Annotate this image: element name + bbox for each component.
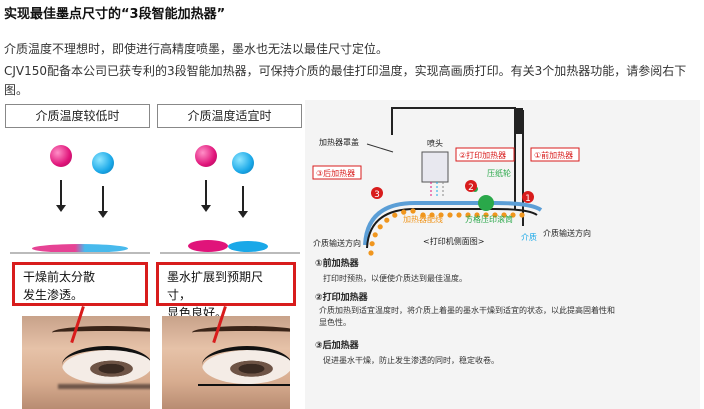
down-arrow-icon <box>56 180 66 212</box>
caption-line: 墨水扩展到预期尺寸， <box>167 270 264 302</box>
heater-element-dot <box>392 212 398 218</box>
intro-paragraph-1: 介质温度不理想时，即使进行高精度喷墨，墨水也无法以最佳尺寸定位。 <box>4 42 389 56</box>
good-temp-label: 介质温度适宜时 <box>157 104 302 128</box>
heater-element-dot <box>438 212 444 218</box>
low-temp-caption-box: 干燥前太分散 发生渗透。 <box>12 262 148 306</box>
sharp-eyeliner <box>198 374 290 386</box>
media-label: 介质 <box>521 232 537 242</box>
cover-rail <box>516 108 523 134</box>
eyebrow <box>52 326 150 339</box>
heater-3-desc: 促进墨水干燥，防止发生渗透的同时，稳定收卷。 <box>323 355 499 365</box>
magenta-ink-drop <box>195 145 217 167</box>
media-path <box>363 201 543 246</box>
heater-2-title: ②打印加热器 <box>315 291 369 303</box>
heater-element-dot <box>447 212 453 218</box>
heater-diagram: 3 2 1 加热器罩盖 喷头 ②打印加热器 ①前加热器 ③后加热器 压纸轮 加热… <box>305 100 700 409</box>
heater-element-dot <box>420 212 426 218</box>
marker-number: 2 <box>468 183 474 193</box>
good-temp-caption-box: 墨水扩展到预期尺寸， 显色良好。 <box>156 262 296 320</box>
cyan-ink-drop <box>92 152 114 174</box>
heater-marker-3 <box>371 187 383 199</box>
heater-3-title: ③后加热器 <box>315 339 360 351</box>
heater-2-desc: 介质加热到适宜温度时，将介质上着墨的墨水干燥到适宜的状态，以此提高固着性和显色性… <box>319 306 615 327</box>
media-surface-line <box>160 252 300 254</box>
media-surface-line <box>10 252 150 254</box>
pre-heater-tag-box <box>530 147 580 162</box>
caption-line: 发生渗透。 <box>23 288 84 302</box>
print-head-body <box>421 151 449 183</box>
print-heater-tag-box <box>455 147 515 162</box>
media-output-direction-label: 介质输送方向 <box>313 238 361 248</box>
platen-label: 方格压印滚筒 <box>465 214 513 224</box>
heater-wire-label: 加热器配线 <box>403 214 443 224</box>
heater-marker-1 <box>522 191 534 203</box>
heater-element-dot <box>410 208 416 214</box>
cyan-ink-drop <box>232 152 254 174</box>
magenta-ink-drop <box>50 145 72 167</box>
pinch-roller-icon <box>478 195 494 211</box>
heater-marker-2 <box>465 180 477 192</box>
heater-element-dot <box>456 212 462 218</box>
post-heater-tag-box <box>312 165 362 180</box>
down-arrow-icon <box>98 186 108 218</box>
print-heater-tag: ②打印加热器 <box>459 150 506 160</box>
leader-line <box>366 143 394 153</box>
ideal-cyan-dot <box>228 241 268 252</box>
heater-2-desc-wrap: 介质加热到适宜温度时，将介质上着墨的墨水干燥到适宜的状态，以此提高固着性和显色性… <box>319 306 615 327</box>
heater-element-dot <box>401 209 407 215</box>
heater-element-dot <box>474 212 480 218</box>
heater-element-dot <box>377 224 383 230</box>
heater-element-dot <box>483 212 489 218</box>
heater-element-dot <box>465 212 471 218</box>
media-input-direction-label: 介质输送方向 <box>543 228 591 238</box>
heater-element-dot <box>384 217 390 223</box>
ideal-magenta-dot <box>188 240 228 252</box>
heater-element-dot <box>429 212 435 218</box>
eye <box>62 346 150 384</box>
down-arrow-icon <box>201 180 211 212</box>
intro-paragraph-2: CJV150配备本公司已获专利的3段智能加热器，可保持介质的最佳打印温度，实现高… <box>4 64 687 97</box>
marker-number: 1 <box>525 194 531 204</box>
heater-element-dot <box>519 212 525 218</box>
spread-ink-splat <box>32 244 128 253</box>
heater-element-dot <box>501 212 507 218</box>
heater-dot-row <box>368 208 525 256</box>
heater-element-dot <box>510 212 516 218</box>
heater-element-dot <box>492 212 498 218</box>
heater-element-dot <box>368 250 374 256</box>
heater-element-dot <box>369 241 375 247</box>
post-heater-tag: ③后加热器 <box>316 168 355 178</box>
down-arrow-icon <box>238 186 248 218</box>
cross-section-label: <打印机侧面图> <box>423 236 484 246</box>
eyebrow <box>192 326 290 339</box>
heater-element-dot <box>372 232 378 238</box>
marker-number: 3 <box>374 190 380 200</box>
head-label: 喷头 <box>427 138 443 148</box>
eye-closeup-photo-low <box>22 316 150 409</box>
eye-closeup-photo-good <box>162 316 290 409</box>
pre-heater-tag: ①前加热器 <box>534 150 573 160</box>
low-temp-label: 介质温度较低时 <box>5 104 150 128</box>
eye <box>202 346 290 384</box>
heater-cover-label: 加热器罩盖 <box>319 137 359 147</box>
blurred-eyeliner <box>58 374 150 389</box>
page-title: 实现最佳墨点尺寸的“3段智能加热器” <box>4 7 226 22</box>
caption-line: 干燥前太分散 <box>23 270 96 284</box>
pinch-roller-label: 压纸轮 <box>487 168 511 178</box>
heater-1-title: ①前加热器 <box>315 257 360 269</box>
heater-cover-frame <box>391 107 516 210</box>
heater-1-desc: 打印时预热，以便使介质达到最佳温度。 <box>323 273 467 283</box>
platen-plate <box>366 208 538 249</box>
